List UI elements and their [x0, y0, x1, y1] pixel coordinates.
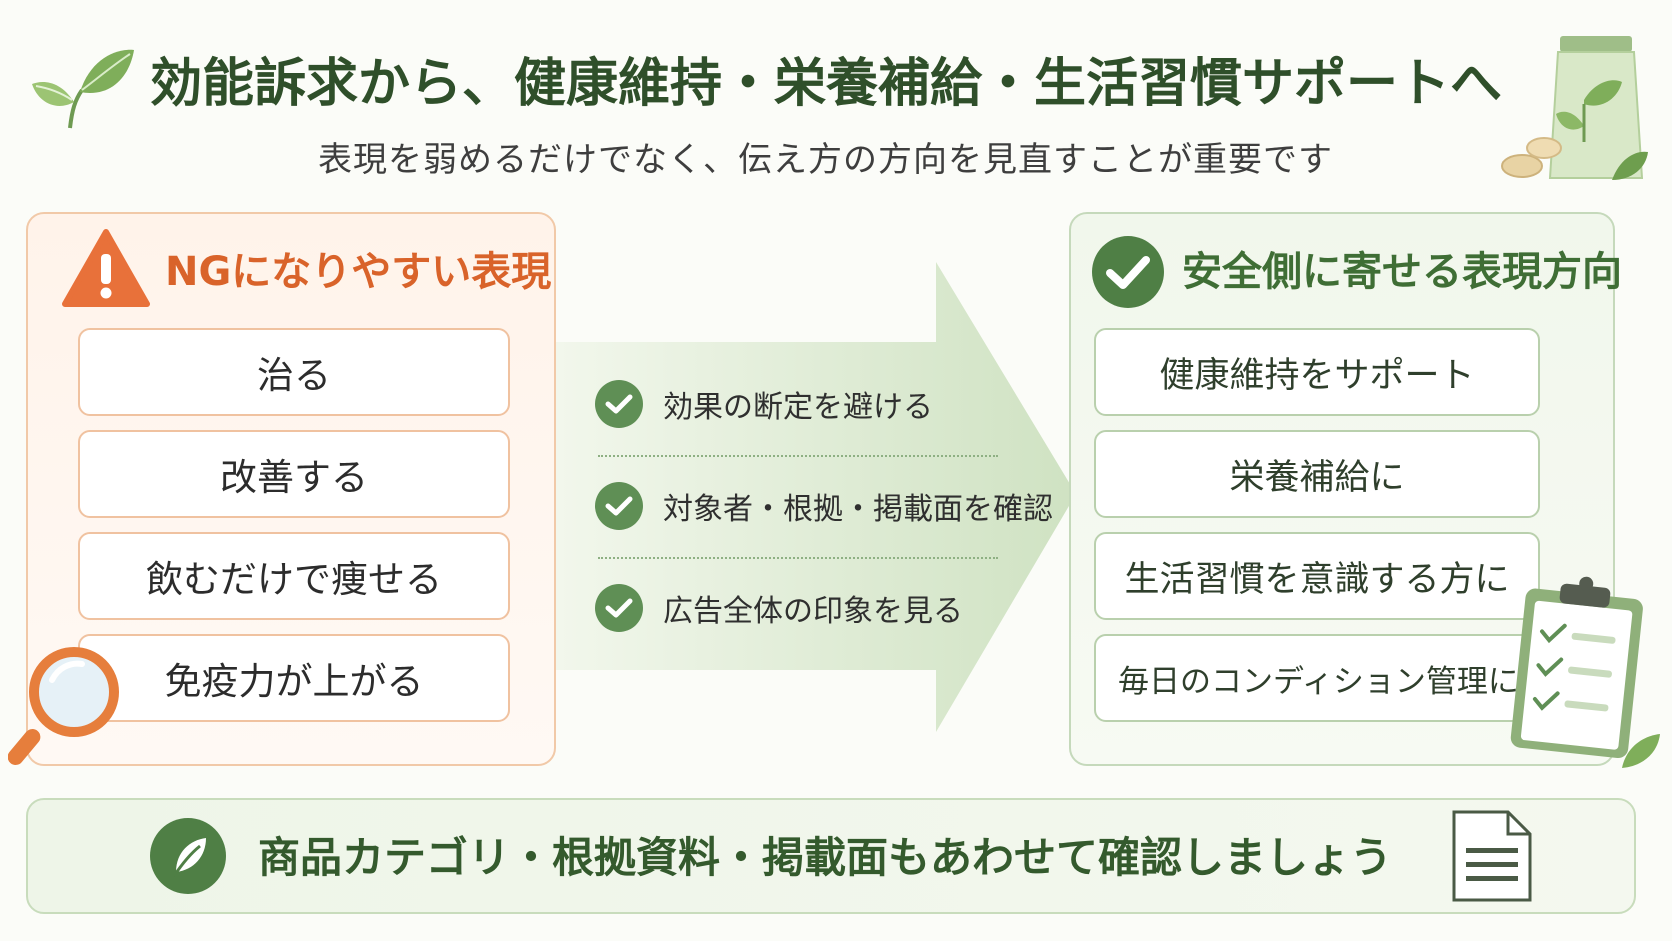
- ok-item-lifestyle: 生活習慣を意識する方に: [1094, 532, 1540, 620]
- ng-panel-title: NGになりやすい表現: [165, 249, 552, 295]
- page-subtitle: 表現を弱めるだけでなく、伝え方の方向を見直すことが重要です: [318, 140, 1333, 180]
- magnifier-icon: [7, 640, 124, 770]
- clipboard-checklist-icon: [1504, 572, 1664, 772]
- tip-check-target-evidence: 対象者・根拠・掲載面を確認: [595, 478, 1055, 534]
- footer-banner: [26, 798, 1636, 914]
- check-circle-icon: [595, 584, 643, 632]
- tip-text: 広告全体の印象を見る: [663, 594, 963, 629]
- tip-avoid-assertion: 効果の断定を避ける: [595, 376, 1055, 432]
- ok-item-health-support: 健康維持をサポート: [1094, 328, 1540, 416]
- ng-item-improve: 改善する: [78, 430, 510, 518]
- leaf-icon: [148, 816, 228, 896]
- check-circle-icon: [595, 482, 643, 530]
- safe-panel-title: 安全側に寄せる表現方向: [1182, 249, 1622, 295]
- check-circle-icon: [595, 380, 643, 428]
- header-leaf-icon: [30, 40, 140, 130]
- footer-message: 商品カテゴリ・根拠資料・掲載面もあわせて確認しましょう: [258, 833, 1393, 882]
- divider: [598, 557, 998, 559]
- direction-arrow: [556, 262, 1076, 732]
- tip-text: 効果の断定を避ける: [663, 390, 933, 425]
- ok-item-nutrition: 栄養補給に: [1094, 430, 1540, 518]
- tip-text: 対象者・根拠・掲載面を確認: [663, 492, 1053, 527]
- divider: [598, 455, 998, 457]
- supplement-package-icon: [1500, 30, 1650, 190]
- ok-item-daily-condition: 毎日のコンディション管理に: [1094, 634, 1540, 722]
- page-title: 効能訴求から、健康維持・栄養補給・生活習慣サポートへ: [150, 54, 1503, 114]
- document-icon: [1448, 808, 1536, 904]
- check-circle-icon: [1090, 234, 1166, 310]
- tip-overall-impression: 広告全体の印象を見る: [595, 580, 1055, 636]
- ng-item-lose-weight: 飲むだけで痩せる: [78, 532, 510, 620]
- ng-item-immunity: 免疫力が上がる: [78, 634, 510, 722]
- warning-icon: [62, 228, 150, 308]
- ng-item-cure: 治る: [78, 328, 510, 416]
